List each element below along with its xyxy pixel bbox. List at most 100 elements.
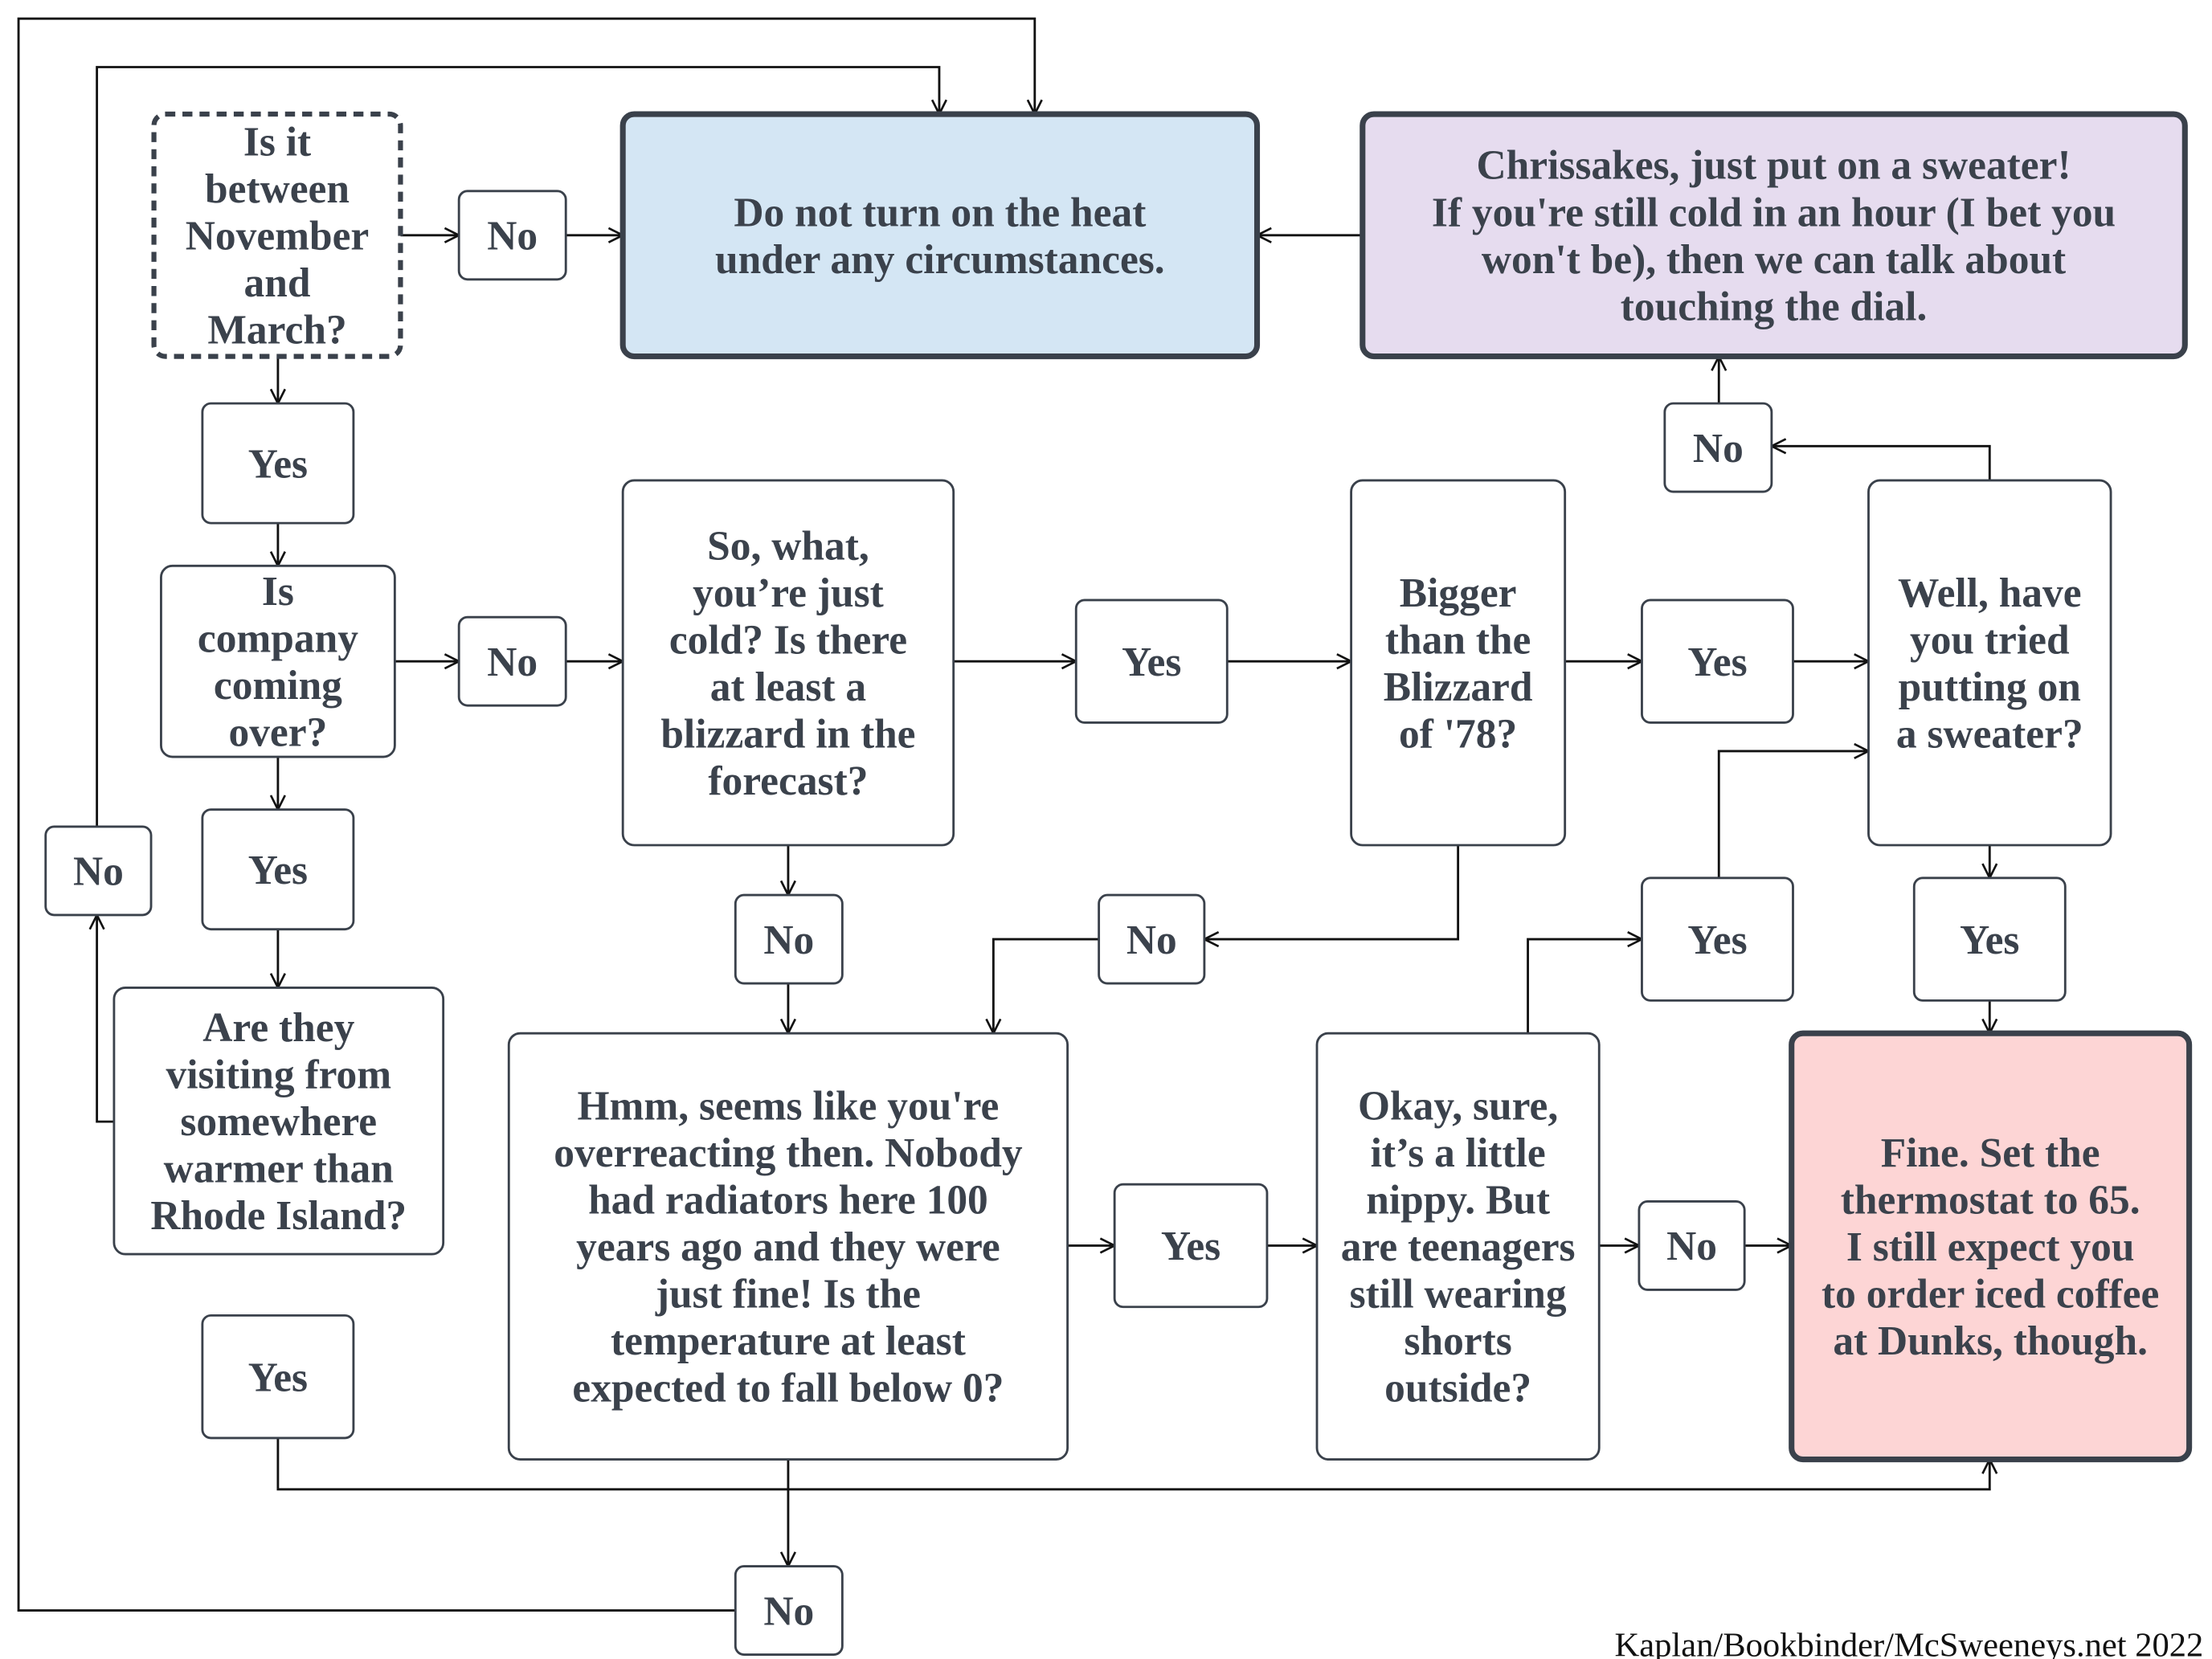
node-text-line: had radiators here 100	[588, 1178, 988, 1224]
node-box	[457, 190, 567, 281]
node-text-line: Yes	[1687, 917, 1747, 963]
node-text-line: blizzard in the	[660, 712, 915, 758]
branch-label-yes-3: Yes	[1641, 599, 1794, 724]
node-text-line: Well, have	[1898, 570, 2082, 616]
node-text-line: company	[198, 616, 358, 662]
node-text: No	[763, 1588, 814, 1634]
node-text-line: of '78?	[1399, 712, 1517, 758]
node-text: No	[763, 917, 814, 963]
node-text-line: between	[205, 166, 350, 212]
branch-label-no-1: No	[457, 190, 567, 281]
node-text-line: Blizzard	[1384, 664, 1533, 710]
node-text-line: putting on	[1899, 664, 2081, 710]
node-text-line: somewhere	[180, 1099, 377, 1145]
node-text-line: March?	[207, 308, 346, 353]
node-text-line: Hmm, seems like you're	[578, 1083, 1000, 1129]
connector-arrow	[1772, 446, 1991, 480]
node-text-line: outside?	[1384, 1366, 1531, 1412]
connector-arrow	[97, 915, 114, 1123]
node-text-line: No	[1126, 917, 1177, 963]
node-text: No	[1666, 1224, 1717, 1269]
node-text-line: Do not turn on the heat	[734, 190, 1146, 235]
node-text-line: thermostat to 65.	[1841, 1178, 2140, 1224]
node-box	[1789, 1030, 2193, 1463]
node-text-line: Yes	[1122, 639, 1181, 685]
node-text: No	[1126, 917, 1177, 963]
node-text-line: Yes	[1161, 1224, 1220, 1269]
node-text-line: expected to fall below 0?	[572, 1366, 1004, 1412]
node-text-line: are teenagers	[1341, 1224, 1576, 1270]
node-text: No	[487, 214, 538, 259]
connector-arrow	[1527, 939, 1642, 1034]
branch-label-yes-7: Yes	[1113, 1183, 1269, 1309]
node-text: Yes	[1960, 917, 2019, 963]
node-put-on-sweater: Chrissakes, just put on a sweater!If you…	[1360, 111, 2188, 360]
node-text-line: Fine. Set the	[1881, 1130, 2100, 1176]
branch-label-yes-2: Yes	[1074, 599, 1229, 724]
node-text-line: at Dunks, though.	[1833, 1318, 2148, 1364]
connectors	[17, 17, 1991, 1612]
node-text-line: years ago and they were	[576, 1224, 1000, 1270]
node-text-line: coming	[214, 663, 342, 709]
node-box	[160, 564, 396, 758]
node-box	[507, 1032, 1069, 1461]
node-text-line: over?	[228, 710, 327, 756]
node-box	[1113, 1183, 1269, 1309]
node-text: Yes	[248, 441, 308, 487]
node-text: Yes	[1122, 639, 1181, 685]
node-text: Yes	[1687, 917, 1747, 963]
node-box	[734, 893, 844, 985]
branch-label-yes-4: Yes	[201, 808, 355, 931]
branch-label-no-8: No	[734, 1565, 844, 1656]
connector-arrow	[993, 938, 1099, 1033]
node-text: Yes	[248, 848, 308, 893]
node-text-line: overreacting then. Nobody	[554, 1130, 1023, 1176]
branch-label-yes-8: Yes	[201, 1314, 355, 1440]
node-box	[1641, 599, 1794, 724]
node-text: No	[73, 849, 124, 895]
branch-label-yes-1: Yes	[201, 402, 355, 525]
node-box	[457, 615, 567, 707]
node-text-line: cold? Is there	[669, 617, 907, 663]
node-text-line: a sweater?	[1896, 712, 2083, 758]
node-box	[1867, 479, 2112, 847]
node-text: No	[487, 639, 538, 685]
node-text-line: Okay, sure,	[1358, 1083, 1558, 1129]
branch-label-no-4: No	[44, 825, 153, 917]
node-box	[1098, 893, 1206, 985]
node-text-line: Yes	[248, 1355, 308, 1400]
connector-arrow	[96, 66, 939, 827]
branch-label-no-3: No	[1663, 402, 1773, 493]
node-text-line: No	[487, 214, 538, 259]
node-text-line: Yes	[248, 848, 308, 893]
connector-arrow	[1204, 845, 1460, 939]
node-text: No	[1693, 426, 1744, 472]
node-box	[201, 808, 355, 931]
node-text-line: If you're still cold in an hour (I bet y…	[1432, 190, 2116, 235]
node-text-line: just fine! Is the	[655, 1272, 921, 1318]
node-text-line: still wearing	[1350, 1272, 1567, 1318]
node-box	[734, 1565, 844, 1656]
node-text-line: forecast?	[708, 758, 868, 804]
node-text-line: it’s a little	[1371, 1130, 1546, 1176]
node-text-line: visiting from	[166, 1052, 392, 1097]
node-text-line: Yes	[248, 441, 308, 487]
node-text-line: No	[487, 639, 538, 685]
